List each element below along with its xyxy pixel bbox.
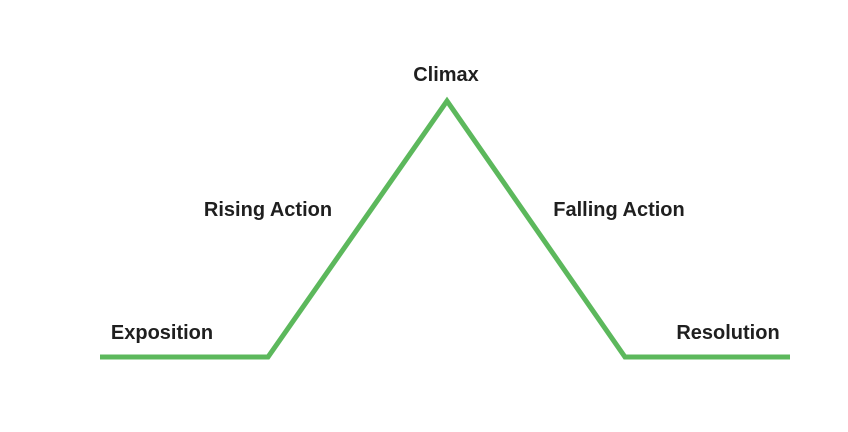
- climax-label: Climax: [413, 64, 479, 86]
- resolution-label: Resolution: [676, 322, 780, 344]
- exposition-label: Exposition: [110, 322, 214, 344]
- plot-arc-line: [100, 96, 790, 360]
- falling-action-label: Falling Action: [553, 199, 685, 221]
- rising-action-label: Rising Action: [203, 199, 333, 221]
